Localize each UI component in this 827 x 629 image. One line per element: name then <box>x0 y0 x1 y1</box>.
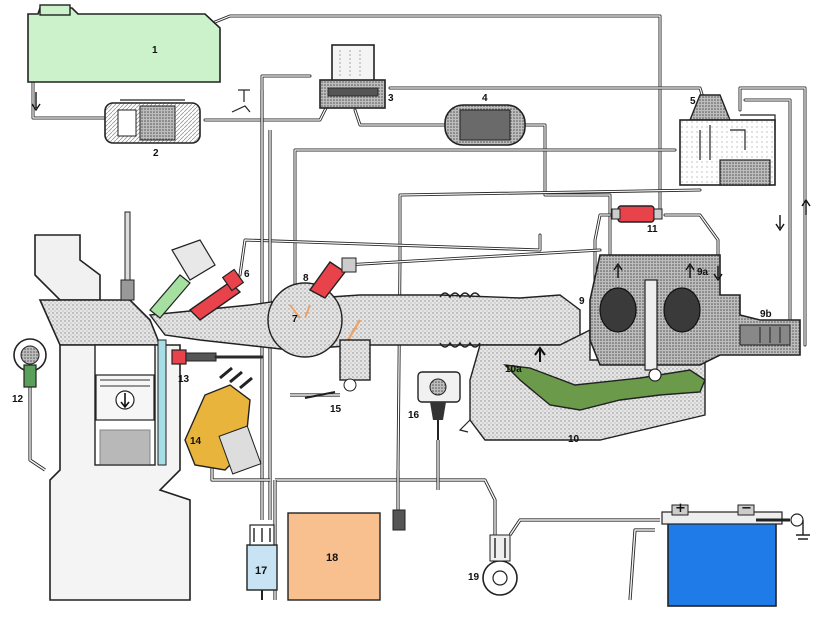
label-6: 6 <box>244 269 250 280</box>
coolant-jacket <box>157 339 167 466</box>
label-17: 17 <box>255 565 267 577</box>
label-3: 3 <box>388 93 394 104</box>
label-1: 1 <box>152 45 158 56</box>
label-15: 15 <box>330 404 342 415</box>
label-9: 9 <box>579 296 585 307</box>
injection-valve-6 <box>188 268 245 321</box>
sensor-12 <box>13 338 47 388</box>
relay-17 <box>246 524 278 600</box>
switch-19 <box>482 534 518 596</box>
control-unit-18 <box>287 509 406 601</box>
air-flow-sensor-lever <box>503 346 706 411</box>
fuel-distributor <box>589 198 811 371</box>
battery-minus-label: − <box>741 501 752 516</box>
warm-up-regulator <box>679 94 776 186</box>
fuel-accumulator <box>319 44 386 109</box>
auxiliary-air-device-15 <box>304 339 371 399</box>
label-13: 13 <box>178 374 190 385</box>
fuel-tank <box>27 4 221 112</box>
throttle-valve <box>267 282 362 358</box>
battery <box>661 504 810 607</box>
label-2: 2 <box>153 148 159 159</box>
label-4: 4 <box>482 93 488 104</box>
label-11: 11 <box>647 224 658 235</box>
label-10a: 10a <box>505 364 522 375</box>
label-9a: 9a <box>697 267 709 278</box>
label-18: 18 <box>326 552 338 564</box>
label-10: 10 <box>568 434 580 445</box>
label-19: 19 <box>468 572 480 583</box>
thermo-time-switch-13 <box>171 349 264 365</box>
throttle-switch-16 <box>417 371 461 440</box>
fuel-filter <box>444 104 526 146</box>
component-labels: 1 2 3 4 5 6 7 8 9 9a 9b 10 10a 11 12 13 … <box>12 45 772 583</box>
label-9b: 9b <box>760 309 772 320</box>
cold-start-injector-11 <box>611 205 663 223</box>
spark-plug <box>120 211 135 301</box>
label-7: 7 <box>292 314 298 325</box>
label-8: 8 <box>303 273 309 284</box>
label-16: 16 <box>408 410 420 421</box>
ignition-distributor-14 <box>184 366 262 475</box>
label-12: 12 <box>12 394 24 405</box>
green-sensor <box>149 239 216 319</box>
cold-start-valve-8 <box>308 257 357 299</box>
label-14: 14 <box>190 436 202 447</box>
battery-plus-label: + <box>675 501 686 516</box>
label-5: 5 <box>690 96 696 107</box>
engine-block <box>34 234 191 601</box>
fuel-pump <box>104 89 251 144</box>
